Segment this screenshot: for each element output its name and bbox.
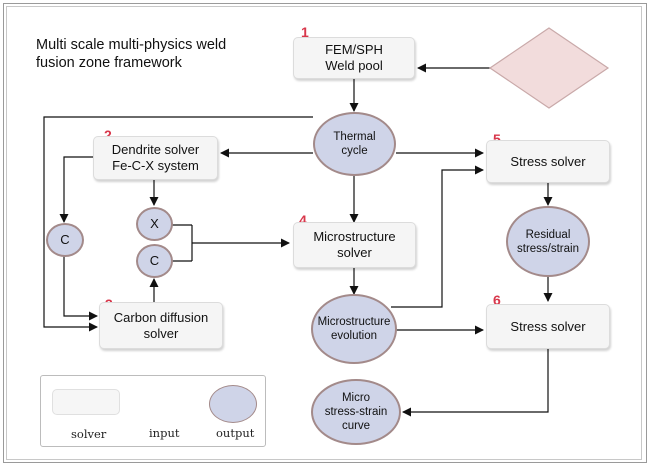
step-number-5: 5 bbox=[493, 131, 501, 147]
step-number-4: 4 bbox=[299, 212, 307, 228]
weld-procedure-diamond bbox=[488, 27, 610, 109]
x-output-node: X bbox=[136, 207, 173, 241]
thermal-cycle-node: Thermal cycle bbox=[313, 112, 396, 176]
carbon-diffusion-box: Carbon diffusion solver bbox=[99, 302, 223, 349]
legend-output-swatch bbox=[209, 385, 257, 423]
dendrite-solver-box: Dendrite solver Fe-C-X system bbox=[93, 136, 218, 180]
legend-solver-label: solver bbox=[71, 427, 107, 441]
arrow-dendrite-to-c bbox=[59, 156, 93, 223]
legend-input-label: input bbox=[149, 426, 180, 440]
c-output-left-node: C bbox=[46, 223, 84, 257]
micro-stress-strain-curve-node: Micro stress-strain curve bbox=[311, 379, 401, 445]
diagram-title: Multi scale multi-physics weld fusion zo… bbox=[36, 37, 227, 71]
residual-stress-node: Residual stress/strain bbox=[506, 206, 590, 277]
step-number-1: 1 bbox=[301, 24, 309, 40]
stress-solver-6-box: Stress solver bbox=[486, 304, 610, 349]
c-output-mid-node: C bbox=[136, 244, 173, 278]
arrow-c-to-carbon bbox=[63, 256, 98, 321]
legend-output-label: output bbox=[216, 426, 255, 440]
microstructure-evolution-node: Microstructure evolution bbox=[311, 294, 397, 364]
fem-sph-box: FEM/SPH Weld pool bbox=[293, 37, 415, 79]
step-number-6: 6 bbox=[493, 292, 501, 308]
figure-inner-frame bbox=[6, 6, 642, 460]
stress-solver-5-box: Stress solver bbox=[486, 140, 610, 183]
step-number-2: 2 bbox=[104, 127, 112, 143]
arrow-stress6-to-curve bbox=[402, 349, 549, 417]
arrow-evolution-to-stress5 bbox=[391, 165, 484, 308]
arrow-thermal-to-carbon bbox=[43, 116, 313, 332]
microstructure-solver-box: Microstructure solver bbox=[293, 222, 416, 268]
legend-solver-swatch bbox=[52, 389, 120, 415]
